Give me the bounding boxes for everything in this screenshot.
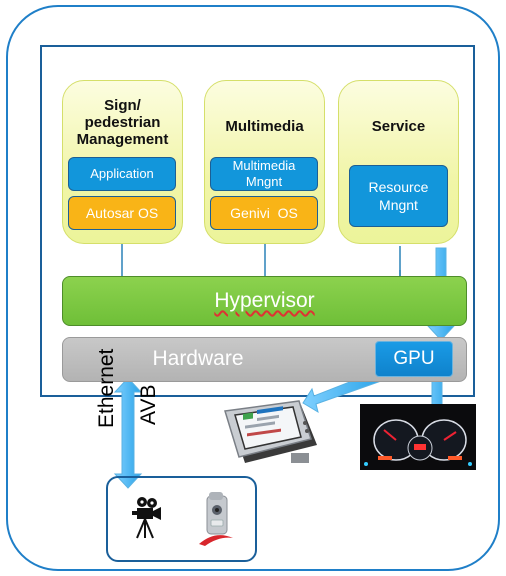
partition-title: Sign/ pedestrian Management xyxy=(76,97,169,148)
multimedia-mngnt-box: Multimedia Mngnt xyxy=(210,157,318,191)
avb-label: AVB xyxy=(137,384,160,425)
sensor-icon xyxy=(199,492,233,546)
hardware-label: Hardware xyxy=(152,347,244,370)
instrument-cluster-icon xyxy=(360,404,476,470)
hypervisor-label: Hypervisor xyxy=(214,289,315,312)
outer-frame xyxy=(6,5,500,571)
genivi-os-box: Genivi OS xyxy=(210,196,318,230)
partition-title: Multimedia xyxy=(225,118,304,135)
ecu-frame xyxy=(40,45,475,397)
autosar-os-box: Autosar OS xyxy=(68,196,176,230)
partition-title: Service xyxy=(371,118,426,135)
ethernet-label: Ethernet xyxy=(95,348,118,428)
hypervisor-bar: Hypervisor xyxy=(62,276,467,326)
infotainment-display-icon xyxy=(224,400,317,463)
devices-box xyxy=(106,476,257,562)
gpu-box: GPU xyxy=(375,341,453,377)
resource-mngnt-box: Resource Mngnt xyxy=(349,165,448,227)
application-box: Application xyxy=(68,157,176,191)
camera-icon xyxy=(132,497,161,539)
ethernet-arrow xyxy=(113,377,143,489)
